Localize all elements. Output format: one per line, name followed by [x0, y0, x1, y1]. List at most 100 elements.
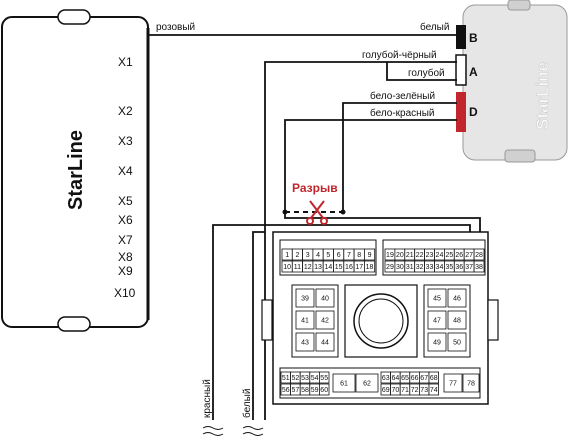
pin-label: 43 — [301, 340, 309, 347]
pin-label: 20 — [396, 252, 404, 259]
pin-label: 27 — [465, 252, 473, 259]
pin-label: 8 — [357, 252, 361, 259]
pin-label: 14 — [324, 264, 332, 271]
wire-white-vertical-label: белый — [241, 389, 253, 418]
pin-label: 4 — [316, 252, 320, 259]
pin-cell — [427, 288, 447, 308]
wire-white-label: белый — [420, 21, 449, 33]
module-logo: StarLine — [533, 62, 552, 130]
pin-label: 22 — [416, 252, 424, 259]
pin-label: 55 — [320, 375, 328, 382]
pin-label: 63 — [382, 375, 390, 382]
pin-label: 7 — [347, 252, 351, 259]
pin-label: 33 — [426, 264, 434, 271]
break-label: Разрыв — [292, 181, 338, 195]
module: StarLine B A D — [455, 0, 568, 163]
wire-blue-black-label: голубой-чёрный — [362, 49, 437, 61]
wire-cut-marks — [202, 426, 264, 436]
pin-label: 28 — [475, 252, 483, 259]
center-socket — [353, 293, 409, 349]
pin-label: 35 — [445, 264, 453, 271]
pin-label: 77 — [449, 381, 457, 388]
pin-label: 26 — [455, 252, 463, 259]
pin-label: 5 — [326, 252, 330, 259]
bottom-notch — [57, 316, 91, 332]
pin-label: 16 — [345, 264, 353, 271]
port-x7-label: X7 — [118, 233, 133, 247]
pin-label: 36 — [455, 264, 463, 271]
wire-blue-label: голубой — [408, 67, 445, 79]
port-x1-label: X1 — [118, 55, 133, 69]
pin-label: 66 — [411, 375, 419, 382]
connector-a-plug — [455, 54, 467, 86]
pin-cell — [315, 310, 335, 330]
pin-cell — [428, 371, 440, 384]
pin-label: 72 — [411, 387, 419, 394]
pin-label: 57 — [292, 387, 300, 394]
pin-label: 48 — [453, 318, 461, 325]
pin-label: 74 — [430, 387, 438, 394]
pin-label: 21 — [406, 252, 414, 259]
pin-label: 62 — [363, 381, 371, 388]
pin-label: 15 — [335, 264, 343, 271]
pin-label: 49 — [433, 340, 441, 347]
pin-cell — [295, 332, 315, 352]
pin-cell — [428, 383, 440, 396]
pin-cell — [355, 373, 379, 393]
pin-cell — [427, 310, 447, 330]
pin-cell — [462, 373, 480, 393]
pin-label: 46 — [453, 296, 461, 303]
port-x8-label: X8 — [118, 250, 133, 264]
pin-label: 31 — [406, 264, 414, 271]
port-x2-label: X2 — [118, 104, 133, 118]
port-x3-label: X3 — [118, 134, 133, 148]
pin-cell — [447, 332, 467, 352]
pin-label: 32 — [416, 264, 424, 271]
pin-label: 45 — [433, 296, 441, 303]
connector-d-plug — [456, 92, 466, 132]
pin-label: 65 — [401, 375, 409, 382]
pin-cell — [447, 288, 467, 308]
pin-label: 2 — [295, 252, 299, 259]
pin-label: 54 — [311, 375, 319, 382]
pin-label: 61 — [340, 381, 348, 388]
connector-d-label: D — [469, 105, 478, 119]
pin-cell — [443, 373, 463, 393]
port-x4-label: X4 — [118, 164, 133, 178]
pin-cell — [295, 310, 315, 330]
pin-label: 6 — [337, 252, 341, 259]
pin-label: 19 — [386, 252, 394, 259]
connector-b-label: B — [469, 31, 478, 45]
pin-label: 10 — [283, 264, 291, 271]
pin-label: 12 — [304, 264, 312, 271]
pin-label: 11 — [294, 264, 301, 271]
pin-cell — [447, 310, 467, 330]
pin-label: 23 — [426, 252, 434, 259]
pin-label: 56 — [282, 387, 290, 394]
pin-label: 58 — [301, 387, 309, 394]
pin-cell — [318, 383, 330, 396]
pin-label: 1 — [285, 252, 289, 259]
wire-pink-label: розовый — [156, 22, 195, 33]
pin-cell — [315, 288, 335, 308]
pin-cell — [473, 248, 485, 261]
pin-label: 44 — [321, 340, 329, 347]
pin-label: 37 — [465, 264, 473, 271]
pin-label: 47 — [433, 318, 441, 325]
pin-cell — [473, 260, 485, 273]
pin-label: 68 — [430, 375, 438, 382]
pin-label: 13 — [314, 264, 322, 271]
connector-b-plug — [456, 25, 466, 49]
pin-label: 30 — [396, 264, 404, 271]
pin-label: 38 — [475, 264, 483, 271]
pin-label: 53 — [301, 375, 309, 382]
pin-label: 67 — [420, 375, 428, 382]
main-unit-logo: StarLine — [65, 130, 87, 210]
pin-cell — [427, 332, 447, 352]
port-x10-label: X10 — [114, 286, 136, 300]
pin-label: 69 — [382, 387, 390, 394]
wire-white-red-label: бело-красный — [370, 107, 434, 119]
pin-label: 34 — [436, 264, 444, 271]
